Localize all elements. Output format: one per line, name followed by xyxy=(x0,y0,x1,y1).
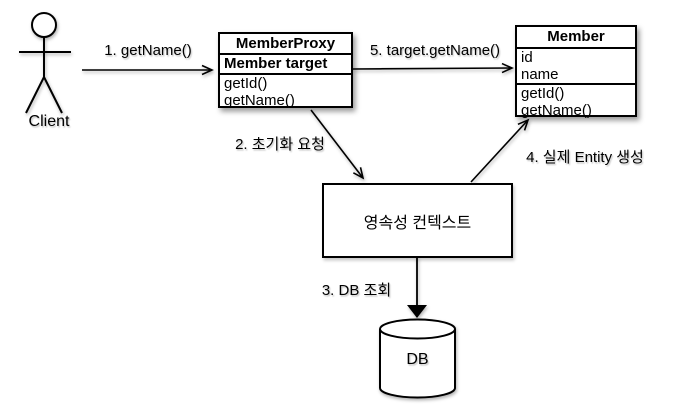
persistence-context-label: 영속성 컨텍스트 xyxy=(363,214,472,232)
class-fields-member: id name xyxy=(517,49,635,85)
database-cylinder-icon xyxy=(379,318,456,399)
arrow-step2 xyxy=(310,109,365,180)
class-method: getName() xyxy=(521,102,592,119)
persistence-context-box: 영속성 컨텍스트 xyxy=(322,183,513,258)
database-body xyxy=(379,329,456,399)
class-field: name xyxy=(521,66,559,83)
class-method: getId() xyxy=(521,85,565,102)
arrow-label-step4: 4. 실제 Entity 생성 xyxy=(526,149,644,166)
arrow-label-step1: 1. getName() xyxy=(104,42,192,59)
arrow-label-step3: 3. DB 조회 xyxy=(321,282,392,299)
arrow-step4 xyxy=(470,118,530,183)
class-title-member-proxy: MemberProxy xyxy=(220,34,351,55)
arrow-step5 xyxy=(352,62,514,74)
actor-legs xyxy=(25,74,63,114)
database-top xyxy=(379,318,456,340)
class-box-member-proxy: MemberProxy Member target getId() getNam… xyxy=(218,32,353,109)
actor-figure-icon xyxy=(19,12,71,114)
class-field: id xyxy=(521,49,533,66)
class-field-member-target: Member target xyxy=(220,55,351,75)
database-label: DB xyxy=(406,351,429,368)
arrow-label-step2: 2. 초기화 요청 xyxy=(235,136,325,153)
actor-head xyxy=(31,12,57,38)
class-title-member: Member xyxy=(517,27,635,49)
arrow-label-step5: 5. target.getName() xyxy=(369,42,501,59)
actor-label: Client xyxy=(28,113,70,130)
class-method: getId() xyxy=(224,75,268,92)
class-box-member: Member id name getId() getName() xyxy=(515,25,637,119)
class-method: getName() xyxy=(224,92,295,109)
